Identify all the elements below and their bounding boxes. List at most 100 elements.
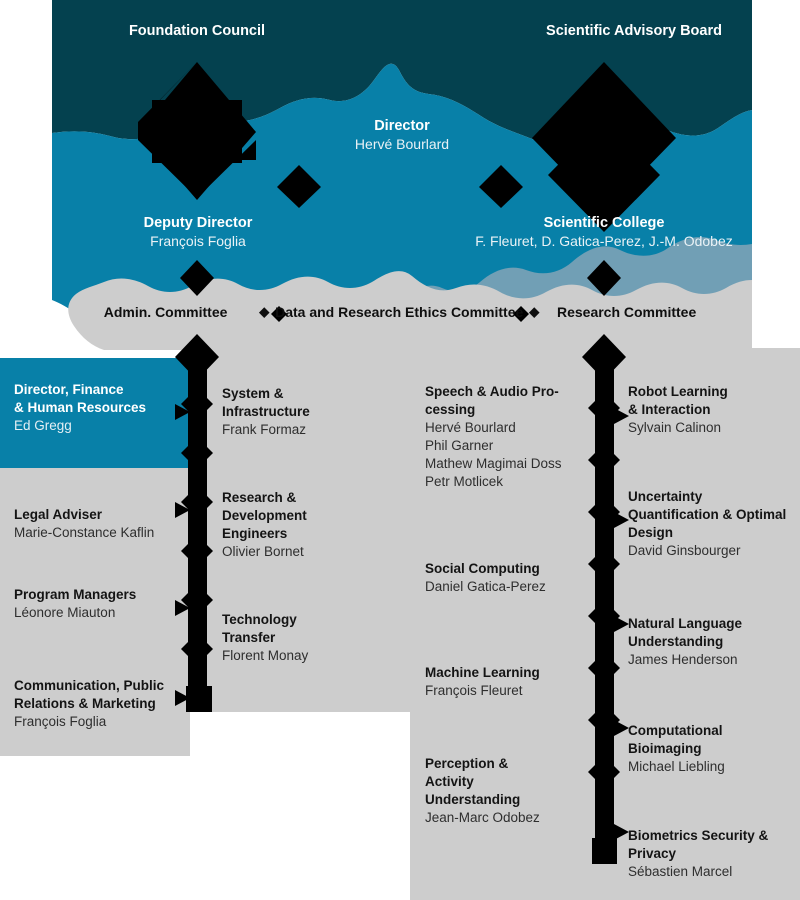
entry-communication-pr-marketing[interactable]: Communication, Public Relations & Market… — [14, 677, 164, 731]
entry-person: Sébastien Marcel — [628, 863, 733, 879]
entry-person: James Henderson — [628, 651, 738, 667]
foundation-council-title: Foundation Council — [128, 23, 266, 39]
entry-title-line: Uncertainty — [628, 489, 703, 504]
entry-title-line: Machine Learning — [425, 665, 540, 680]
entry-person: Marie-Constance Kaflin — [14, 524, 155, 540]
entry-natural-language-understanding[interactable]: Natural Language Understanding James Hen… — [628, 615, 742, 669]
entry-title-line: Development — [222, 507, 307, 523]
entry-person: Olivier Bornet — [222, 543, 304, 559]
entry-person: Jean-Marc Odobez — [425, 809, 540, 825]
committee-admin[interactable]: Admin. Committee — [103, 304, 228, 321]
panel-admin — [0, 468, 190, 756]
diamond-deputy-committee — [180, 260, 214, 296]
diamond-bullet-left-icon: ◆ — [259, 303, 270, 319]
committee-research[interactable]: Research Committee — [556, 304, 697, 321]
committee-ethics[interactable]: Data and Research Ethics Committee — [275, 304, 524, 321]
committee-row: Admin. Committee ◆ Data and Research Eth… — [0, 303, 800, 320]
entry-title-line: Speech & Audio Pro- — [425, 384, 559, 399]
connector-right — [582, 334, 626, 864]
entry-title-line: Communication, Public — [14, 678, 165, 693]
scientific-college-title: Scientific College — [543, 215, 665, 231]
entry-person: Frank Formaz — [222, 421, 307, 437]
entry-perception-activity-understanding[interactable]: Perception & Activity Understanding Jean… — [425, 755, 540, 827]
entry-robot-learning-interaction[interactable]: Robot Learning & Interaction Sylvain Cal… — [628, 383, 728, 437]
entry-title-line: Research & — [222, 490, 297, 505]
entry-title-line: Robot Learning — [628, 384, 728, 399]
diamond-director-college — [479, 165, 523, 208]
diamond-foundation-council-sq — [152, 100, 242, 163]
entry-person: Petr Motlicek — [425, 473, 504, 489]
node-deputy-director[interactable]: Deputy Director François Foglia — [98, 214, 298, 250]
diamond-committee-left-inline — [271, 306, 287, 322]
diamond-college-committee — [587, 260, 621, 296]
entry-program-managers[interactable]: Program Managers Léonore Miauton — [14, 586, 136, 622]
grey-committee-band — [68, 271, 752, 350]
node-scientific-advisory-board[interactable]: Scientific Advisory Board — [504, 22, 764, 41]
entry-title-line: Infrastructure — [222, 403, 310, 419]
entry-title-line: Technology — [222, 612, 297, 627]
entry-technology-transfer[interactable]: Technology Transfer Florent Monay — [222, 611, 308, 665]
connector-left-spurs — [175, 404, 190, 706]
panel-research-right — [610, 348, 800, 900]
director-title: Director — [374, 118, 430, 134]
diamond-sab-lower — [548, 118, 660, 232]
entry-title-line: Legal Adviser — [14, 507, 103, 522]
entry-title-line: Program Managers — [14, 587, 137, 602]
entry-title-line: Engineers — [222, 525, 288, 541]
entry-title-line: Natural Language — [628, 616, 743, 631]
entry-title-line: Relations & Marketing — [14, 695, 156, 711]
node-scientific-college[interactable]: Scientific College F. Fleuret, D. Gatica… — [475, 214, 733, 250]
entry-title-line: Understanding — [425, 791, 521, 807]
entry-title-line: Activity — [425, 773, 474, 789]
entry-person: François Foglia — [14, 713, 107, 729]
entry-person: Ed Gregg — [14, 417, 72, 433]
entry-title-line: Director, Finance — [14, 382, 124, 397]
entry-title-line: & Interaction — [628, 401, 711, 417]
entry-title-line: & Human Resources — [14, 399, 147, 415]
entry-person: Sylvain Calinon — [628, 419, 722, 435]
entry-title-line: cessing — [425, 401, 476, 417]
connector-right-spurs — [614, 408, 629, 840]
entry-person: Michael Liebling — [628, 758, 725, 774]
entry-director-finance-hr[interactable]: Director, Finance & Human Resources Ed G… — [14, 381, 146, 435]
entry-computational-bioimaging[interactable]: Computational Bioimaging Michael Lieblin… — [628, 722, 725, 776]
entry-legal-adviser[interactable]: Legal Adviser Marie-Constance Kaflin — [14, 506, 154, 542]
entry-person: François Fleuret — [425, 682, 523, 698]
panel-admin-highlight — [0, 358, 190, 468]
node-director[interactable]: Director Hervé Bourlard — [302, 117, 502, 153]
entry-person: Léonore Miauton — [14, 604, 116, 620]
entry-title-line: Biometrics Security & — [628, 828, 769, 843]
diamond-director-deputy — [277, 165, 321, 208]
panel-engineering — [190, 348, 410, 712]
entry-title-line: Quantification & Optimal — [628, 506, 787, 522]
diamond-committee-right-inline — [513, 306, 529, 322]
entry-social-computing[interactable]: Social Computing Daniel Gatica-Perez — [425, 560, 546, 596]
entry-title-line: Computational — [628, 723, 723, 738]
entry-title-line: Social Computing — [425, 561, 540, 576]
entry-person: Florent Monay — [222, 647, 309, 663]
panel-research-left — [410, 348, 610, 900]
entry-person: David Ginsbourger — [628, 542, 741, 558]
scientific-advisory-board-title: Scientific Advisory Board — [546, 23, 722, 39]
entry-title-line: Design — [628, 524, 674, 540]
entry-title-line: System & — [222, 386, 284, 401]
entry-title-line: Transfer — [222, 629, 276, 645]
director-name: Hervé Bourlard — [354, 135, 450, 152]
entry-biometrics-security-privacy[interactable]: Biometrics Security & Privacy Sébastien … — [628, 827, 768, 881]
entry-machine-learning[interactable]: Machine Learning François Fleuret — [425, 664, 540, 700]
entry-person: Mathew Magimai Doss — [425, 455, 562, 471]
entry-person: Hervé Bourlard — [425, 419, 516, 435]
scientific-college-members: F. Fleuret, D. Gatica-Perez, J.-M. Odobe… — [475, 232, 733, 249]
entry-uncertainty-quantification-optimal-design[interactable]: Uncertainty Quantification & Optimal Des… — [628, 488, 786, 560]
diamond-bullet-right-icon: ◆ — [529, 303, 540, 319]
entry-person: Phil Garner — [425, 437, 494, 453]
node-foundation-council[interactable]: Foundation Council — [97, 22, 297, 41]
deputy-director-name: François Foglia — [150, 232, 246, 249]
entry-title-line: Privacy — [628, 845, 677, 861]
entry-speech-audio-processing[interactable]: Speech & Audio Pro- cessing Hervé Bourla… — [425, 383, 562, 491]
entry-system-infrastructure[interactable]: System & Infrastructure Frank Formaz — [222, 385, 310, 439]
entry-research-development-engineers[interactable]: Research & Development Engineers Olivier… — [222, 489, 307, 561]
entry-title-line: Perception & — [425, 756, 509, 771]
entry-person: Daniel Gatica-Perez — [425, 578, 546, 594]
